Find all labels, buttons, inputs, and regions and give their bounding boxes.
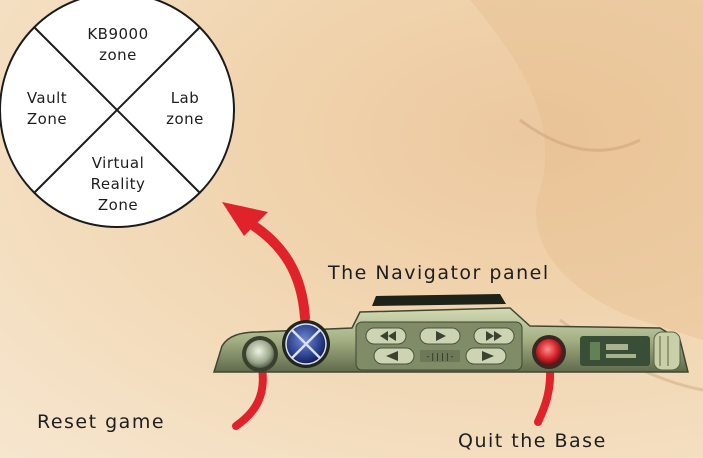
zone-kb9000-line2: zone	[99, 46, 137, 64]
play-button[interactable]	[419, 327, 461, 345]
zone-map-circle	[0, 0, 235, 228]
reset-game-label: Reset game	[37, 411, 166, 433]
zone-divider-2	[33, 26, 201, 194]
step-forward-button[interactable]	[465, 347, 507, 365]
navigator-arrow	[222, 202, 310, 323]
panel-end-cap	[653, 331, 681, 371]
zone-vault-line2: Zone	[26, 110, 68, 128]
panel-counter: -||||-	[420, 350, 460, 362]
quit-base-button[interactable]	[532, 335, 566, 369]
zone-lab[interactable]: Lab zone	[160, 88, 210, 130]
navigator-panel-label: The Navigator panel	[328, 262, 550, 284]
step-back-button[interactable]	[373, 347, 415, 365]
quit-base-label: Quit the Base	[458, 430, 607, 452]
zone-vault-line1: Vault	[26, 89, 68, 107]
zone-kb9000-line1: KB9000	[87, 25, 149, 43]
zone-vault[interactable]: Vault Zone	[20, 88, 74, 130]
zone-lab-line2: zone	[166, 110, 204, 128]
zone-vr-line1: Virtual	[91, 154, 145, 172]
panel-top-slot	[372, 294, 506, 306]
reset-game-button[interactable]	[242, 336, 278, 372]
zone-vr-line2: Reality	[90, 175, 146, 193]
zone-lab-line1: Lab	[170, 89, 200, 107]
zone-vr-line3: Zone	[97, 196, 139, 214]
fast-forward-button[interactable]	[473, 327, 515, 345]
navigator-dial-icon[interactable]	[282, 320, 330, 368]
zone-virtual-reality[interactable]: Virtual Reality Zone	[70, 153, 166, 216]
zone-kb9000[interactable]: KB9000 zone	[72, 24, 164, 66]
svg-text:-||||-: -||||-	[426, 352, 455, 361]
rewind-button[interactable]	[365, 327, 407, 345]
